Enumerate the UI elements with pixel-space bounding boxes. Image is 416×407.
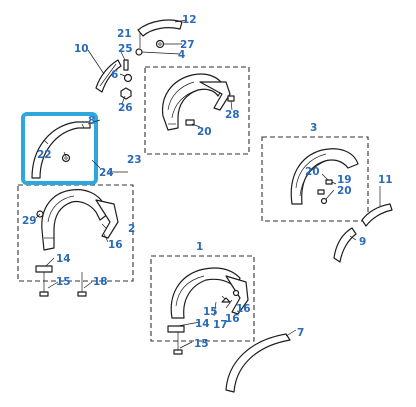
callout-6: 6 [111, 69, 118, 81]
part-20-screw-g3[interactable] [317, 189, 328, 205]
group-box-1 [150, 255, 255, 342]
part-19-screw[interactable] [325, 179, 333, 185]
callout-10: 10 [74, 43, 89, 55]
liner-group-2[interactable] [41, 189, 119, 251]
part-22-clip[interactable] [61, 153, 71, 163]
callout-14-g1: 14 [195, 318, 210, 330]
callout-2: 2 [128, 223, 135, 235]
callout-23: 23 [127, 154, 142, 166]
callout-4: 4 [178, 49, 185, 61]
callout-15-g1a: 15 [203, 306, 218, 318]
part-9-trim[interactable] [333, 227, 357, 263]
callout-20-top: 20 [197, 126, 212, 138]
part-18-bolt-g2[interactable] [77, 272, 87, 297]
callout-14-g2: 14 [56, 253, 71, 265]
callout-12: 12 [182, 14, 197, 26]
liner-group-1[interactable] [170, 267, 249, 319]
callout-9: 9 [359, 236, 366, 248]
callout-16-g2: 16 [108, 239, 123, 251]
callout-19: 19 [337, 174, 352, 186]
callout-22: 22 [37, 149, 52, 161]
callout-15-g1b: 15 [194, 338, 209, 350]
callout-15-g2: 15 [56, 276, 71, 288]
part-14-bracket-g1[interactable] [167, 325, 185, 333]
part-10-bracket[interactable] [95, 59, 122, 93]
callout-20-g3b: 20 [337, 185, 352, 197]
part-26-nut[interactable] [120, 87, 132, 100]
group-box-top [144, 66, 250, 155]
callout-16-g1a: 16 [236, 303, 251, 315]
liner-top-group[interactable] [161, 73, 231, 131]
callout-16-g1b: 16 [225, 313, 240, 325]
callout-20-g3a: 20 [305, 166, 320, 178]
part-4-clip[interactable] [135, 48, 143, 56]
callout-3: 3 [310, 122, 317, 134]
highlight-box-part-8[interactable] [21, 112, 98, 185]
part-12-trim[interactable] [137, 19, 183, 37]
callout-26: 26 [118, 102, 133, 114]
part-7-arch-trim[interactable] [225, 333, 291, 393]
callout-1: 1 [196, 241, 203, 253]
group-box-3 [261, 136, 369, 222]
part-14-bracket-g2[interactable] [35, 265, 53, 273]
callout-17: 17 [213, 319, 228, 331]
part-6-clip[interactable] [123, 73, 133, 83]
leader-lines [35, 19, 381, 349]
callout-18: 18 [93, 276, 108, 288]
part-15-bolt-g2[interactable] [39, 272, 49, 297]
part-15-bolt-g1[interactable] [173, 332, 183, 355]
callout-8: 8 [88, 115, 95, 127]
callout-11: 11 [378, 174, 393, 186]
callout-27: 27 [180, 39, 195, 51]
callout-29: 29 [22, 215, 37, 227]
part-28-clip[interactable] [227, 95, 235, 102]
callout-24: 24 [99, 167, 114, 179]
part-16-clip-g1[interactable] [221, 289, 240, 303]
callout-21: 21 [117, 28, 132, 40]
part-11-trim[interactable] [361, 203, 393, 227]
callout-28: 28 [225, 109, 240, 121]
callout-25: 25 [118, 43, 133, 55]
liner-group-3[interactable] [290, 148, 359, 205]
callout-7: 7 [297, 327, 304, 339]
part-8-arch-trim[interactable] [31, 121, 91, 179]
part-25-screw[interactable] [123, 59, 129, 71]
part-27-clip[interactable] [155, 39, 165, 49]
